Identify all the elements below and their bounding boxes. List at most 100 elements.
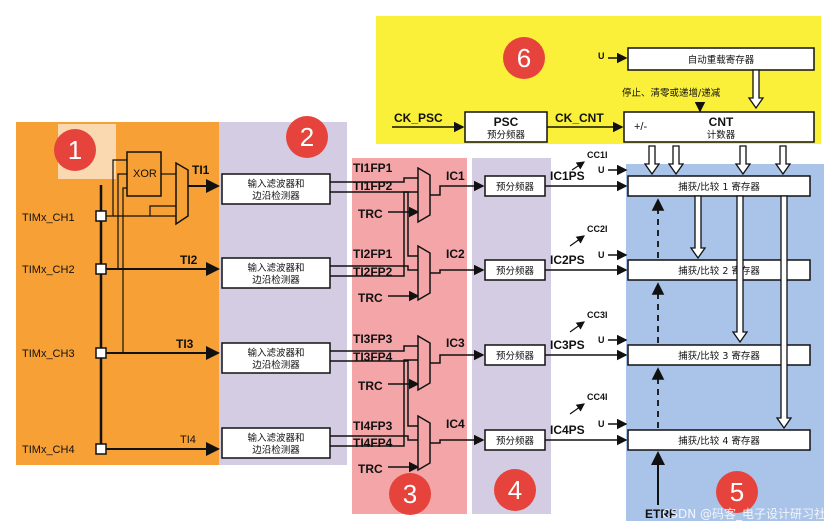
filter-2-label: 输入滤波器和 边沿检测器 xyxy=(247,262,304,286)
ic2ps-label: IC2PS xyxy=(550,253,585,267)
ic-output-wires xyxy=(430,180,485,446)
psc-sub: 预分频器 xyxy=(487,129,526,141)
ic4-label: IC4 xyxy=(446,417,465,431)
ti4fp3-label: TI4FP3 xyxy=(353,419,393,433)
ccr-2-label: 捕获/比较 2 寄存器 xyxy=(678,265,760,277)
ic3ps-label: IC3PS xyxy=(550,338,585,352)
svg-text:4: 4 xyxy=(508,475,522,505)
svg-text:输入滤波器和: 输入滤波器和 xyxy=(247,347,304,359)
etr-label: ETRF xyxy=(645,507,676,521)
cnt-title: CNT xyxy=(709,115,734,129)
svg-text:输入滤波器和: 输入滤波器和 xyxy=(247,262,304,274)
svg-text:3: 3 xyxy=(403,479,417,509)
cc1i-label: CC1I xyxy=(587,150,608,160)
watermark: CSDN @码客_电子设计研习社 xyxy=(662,506,826,521)
filter-output-wires xyxy=(330,177,418,447)
svg-text:边沿检测器: 边沿检测器 xyxy=(252,190,300,202)
ch1-label: TIMx_CH1 xyxy=(22,212,75,224)
svg-text:输入滤波器和: 输入滤波器和 xyxy=(247,178,304,190)
ccr-1-label: 捕获/比较 1 寄存器 xyxy=(678,181,760,193)
svg-text:输入滤波器和: 输入滤波器和 xyxy=(247,432,304,444)
ti4fp4-label: TI4FP4 xyxy=(353,436,393,450)
ti4-label: TI4 xyxy=(180,434,196,446)
prescaler-4-label: 预分频器 xyxy=(496,435,535,447)
counter-to-ccr-arrows xyxy=(643,145,793,430)
ic2-label: IC2 xyxy=(446,247,465,261)
cnt-box xyxy=(623,111,815,143)
xor-label: XOR xyxy=(133,168,157,180)
autoreload-to-cnt-arrow xyxy=(747,69,765,110)
autoreload-box xyxy=(627,47,815,71)
ic1ps-label: IC1PS xyxy=(550,169,585,183)
trc-label-4: TRC xyxy=(358,462,383,476)
region-4-badge: 4 xyxy=(494,469,536,511)
ch3-label: TIMx_CH3 xyxy=(22,348,75,360)
ch2-label: TIMx_CH2 xyxy=(22,264,75,276)
region-4-prescaler-background xyxy=(472,158,551,514)
cc2i-label: CC2I xyxy=(587,224,608,234)
prescaler-1-label: 预分频器 xyxy=(496,181,535,193)
filter-1-label: 输入滤波器和 边沿检测器 xyxy=(247,178,304,202)
cc4i-label: CC4I xyxy=(587,392,608,402)
ti2-label: TI2 xyxy=(180,253,198,267)
ck-psc-label: CK_PSC xyxy=(394,111,443,125)
u-label-2: U xyxy=(598,250,605,260)
ti1fp1-label: TI1FP1 xyxy=(353,161,393,175)
region-5-capture-background xyxy=(626,164,824,521)
ps-output-wires xyxy=(545,164,628,446)
ck-cnt-label: CK_CNT xyxy=(555,111,604,125)
ti1-select-mux xyxy=(175,161,189,226)
prescaler-2-label: 预分频器 xyxy=(496,265,535,277)
ic-muxes xyxy=(417,166,431,472)
ti3fp3-label: TI3FP3 xyxy=(353,332,393,346)
prescaler-boxes xyxy=(484,175,546,451)
ic3-label: IC3 xyxy=(446,336,465,350)
region-3-mux-background xyxy=(352,158,467,514)
psc-box xyxy=(464,111,548,143)
region-5-badge: 5 xyxy=(716,471,758,513)
u-label-4: U xyxy=(598,419,605,429)
prescaler-3-label: 预分频器 xyxy=(496,350,535,362)
psc-title: PSC xyxy=(494,115,519,129)
trc-label-1: TRC xyxy=(358,207,383,221)
ti3-label: TI3 xyxy=(176,337,194,351)
svg-text:5: 5 xyxy=(730,477,744,507)
ic1-label: IC1 xyxy=(446,169,465,183)
stop-clear-label: 停止、清零或递增/递减 xyxy=(622,87,721,99)
cnt-sub: 计数器 xyxy=(707,129,736,141)
cnt-plusminus: +/- xyxy=(634,121,647,133)
ccr-4-label: 捕获/比较 4 寄存器 xyxy=(678,435,760,447)
region-1-badge: 1 xyxy=(54,129,96,171)
filter-boxes xyxy=(221,173,331,459)
ccr-boxes xyxy=(627,175,811,451)
svg-text:边沿检测器: 边沿检测器 xyxy=(252,444,300,456)
svg-text:边沿检测器: 边沿检测器 xyxy=(252,359,300,371)
svg-text:6: 6 xyxy=(517,43,531,73)
ch4-label: TIMx_CH4 xyxy=(22,444,75,456)
ti1fp2-label: TI1FP2 xyxy=(353,179,393,193)
ti1-label: TI1 xyxy=(192,163,210,177)
region-3-badge: 3 xyxy=(389,473,431,515)
u-label-3: U xyxy=(598,335,605,345)
cc-flag-arrows xyxy=(569,161,585,415)
trc-label-2: TRC xyxy=(358,291,383,305)
trc-wires xyxy=(388,206,420,473)
ti2fp1-label: TI2FP1 xyxy=(353,247,393,261)
filter-4-label: 输入滤波器和 边沿检测器 xyxy=(247,432,304,456)
filter-3-label: 输入滤波器和 边沿检测器 xyxy=(247,347,304,371)
ic4ps-label: IC4PS xyxy=(550,423,585,437)
ti2fp2-label: TI2FP2 xyxy=(353,265,393,279)
svg-text:1: 1 xyxy=(68,135,82,165)
region-6-badge: 6 xyxy=(503,37,545,79)
autoreload-label: 自动重载寄存器 xyxy=(688,54,755,66)
ti1-mux-wires xyxy=(113,173,176,217)
svg-text:边沿检测器: 边沿检测器 xyxy=(252,274,300,286)
ti3fp4-label: TI3FP4 xyxy=(353,350,393,364)
u-label-1: U xyxy=(598,165,605,175)
svg-text:2: 2 xyxy=(300,122,314,152)
ccr-3-label: 捕获/比较 3 寄存器 xyxy=(678,350,760,362)
region-2-badge: 2 xyxy=(286,116,328,158)
cc3i-label: CC3I xyxy=(587,310,608,320)
counter-u-label: U xyxy=(598,51,605,61)
